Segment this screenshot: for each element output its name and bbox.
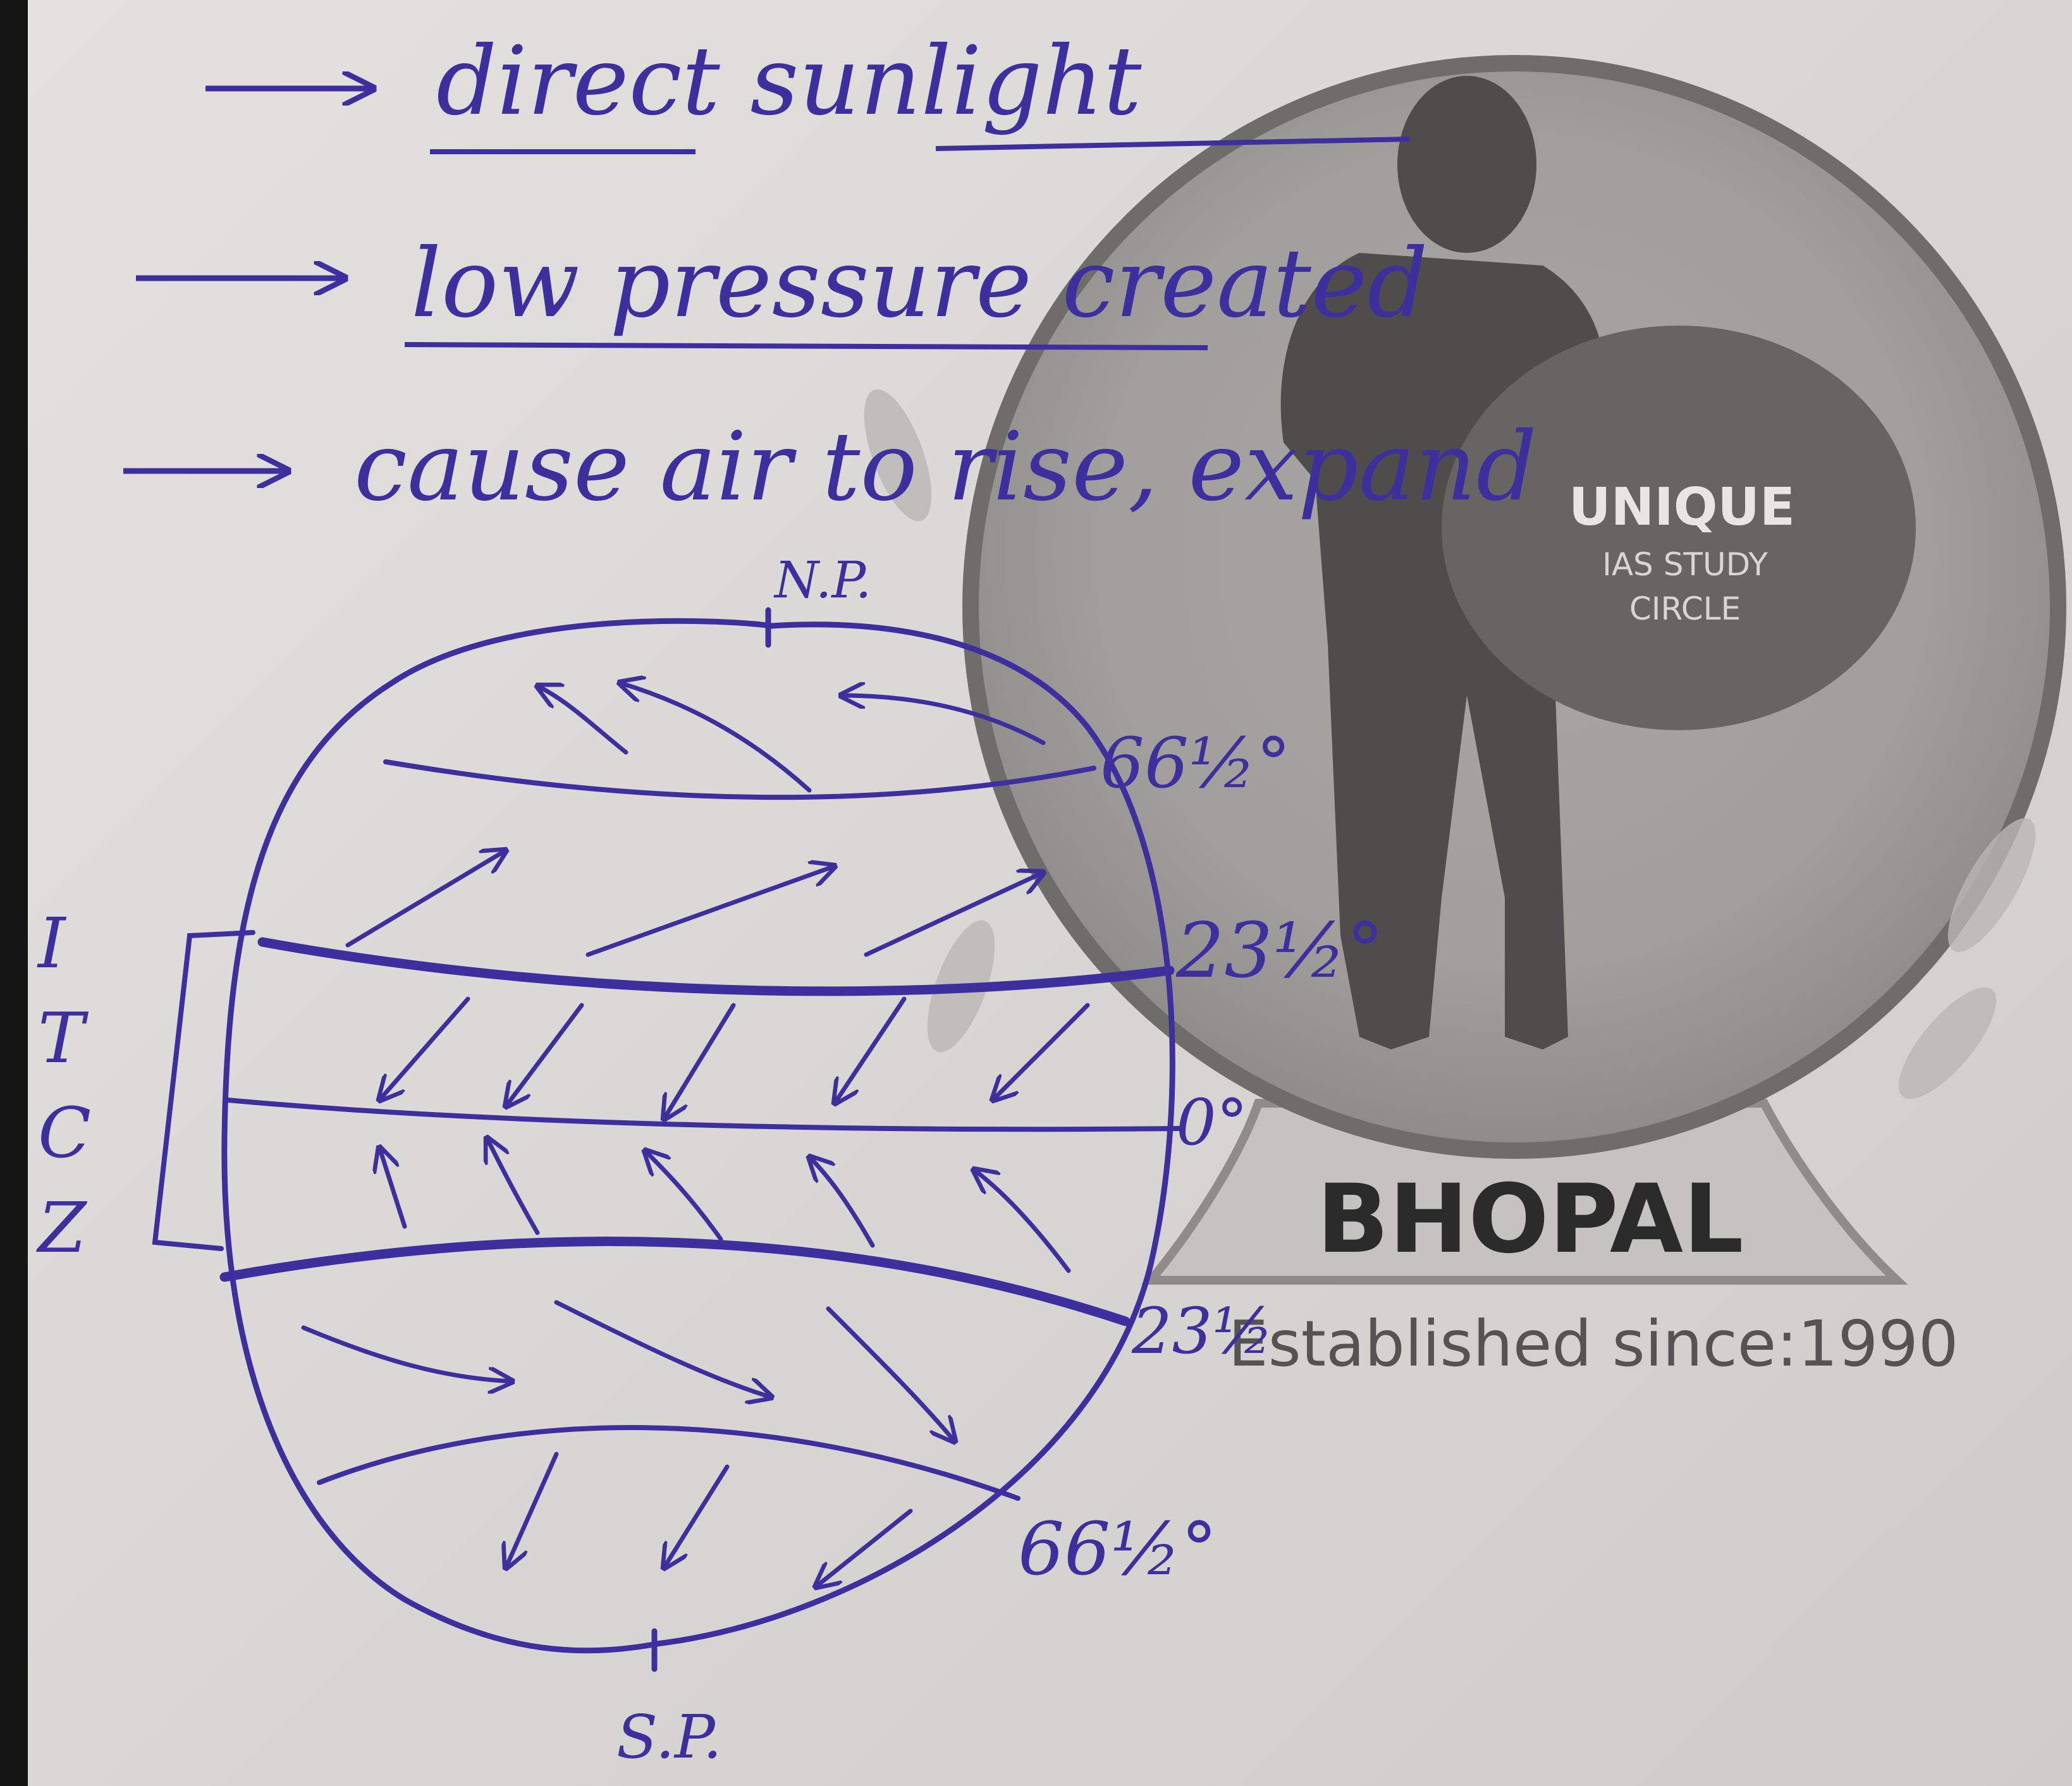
label-lat-23-south: 23½ [1131, 1294, 1273, 1368]
itcz-letter-4: Z [36, 1187, 87, 1268]
latitude-66-south [317, 1425, 1021, 1501]
itcz-letter-1: I [37, 903, 67, 984]
label-south-pole: S.P. [616, 1703, 722, 1772]
arrows-westerlies-north [345, 850, 1043, 957]
arrows-westerlies-south [301, 1300, 955, 1441]
pressure-belt-diagram [152, 607, 1182, 1672]
note-line2: low pressure created [411, 229, 1428, 339]
underline-line1 [430, 137, 1411, 154]
itcz-letter-2: T [38, 998, 89, 1079]
logo-name-line3: CIRCLE [1629, 590, 1741, 627]
arrows-trades-south [379, 1138, 1071, 1273]
latitude-23-north [257, 937, 1175, 996]
arrows-polar-south [506, 1452, 913, 1587]
arrows-polar-north [537, 683, 1046, 793]
globe-outline [221, 618, 1175, 1654]
note-line1: direct sunlight [436, 27, 1142, 137]
handwritten-notes: direct sunlight low pressure created cau… [123, 27, 1537, 522]
label-lat-66-south: 66½° [1018, 1507, 1217, 1592]
itcz-bracket [152, 930, 255, 1251]
institute-logo: UNIQUE IAS STUDY CIRCLE BHOPAL Establish… [864, 55, 2066, 1381]
label-north-pole: N.P. [773, 551, 871, 609]
underline-line2 [404, 342, 1208, 350]
logo-globe [1442, 326, 1916, 730]
logo-name-line2: IAS STUDY [1602, 546, 1768, 583]
label-lat-66-north: 66½° [1100, 723, 1291, 804]
logo-city: BHOPAL [1316, 1165, 1743, 1275]
equator-line [225, 1098, 1182, 1132]
latitude-66-north [383, 759, 1096, 800]
logo-name-line1: UNIQUE [1569, 477, 1795, 537]
itcz-letter-3: C [38, 1092, 91, 1173]
note-line3: cause air to rise, expand [354, 412, 1537, 522]
margin-line [0, 0, 28, 1786]
label-lat-23-north: 23½° [1175, 907, 1384, 995]
itcz-label: I T C Z [36, 903, 91, 1268]
logo-established: Established since:1990 [1228, 1307, 1958, 1381]
label-equator: 0° [1176, 1086, 1248, 1159]
latitude-23-south [219, 1237, 1131, 1326]
diagram-labels: N.P. S.P. 66½° 23½° 0° 23½ 66½° I T C Z [36, 551, 1384, 1772]
logo-pedestal [1141, 1099, 1908, 1285]
arrows-trades-north [379, 996, 1090, 1119]
